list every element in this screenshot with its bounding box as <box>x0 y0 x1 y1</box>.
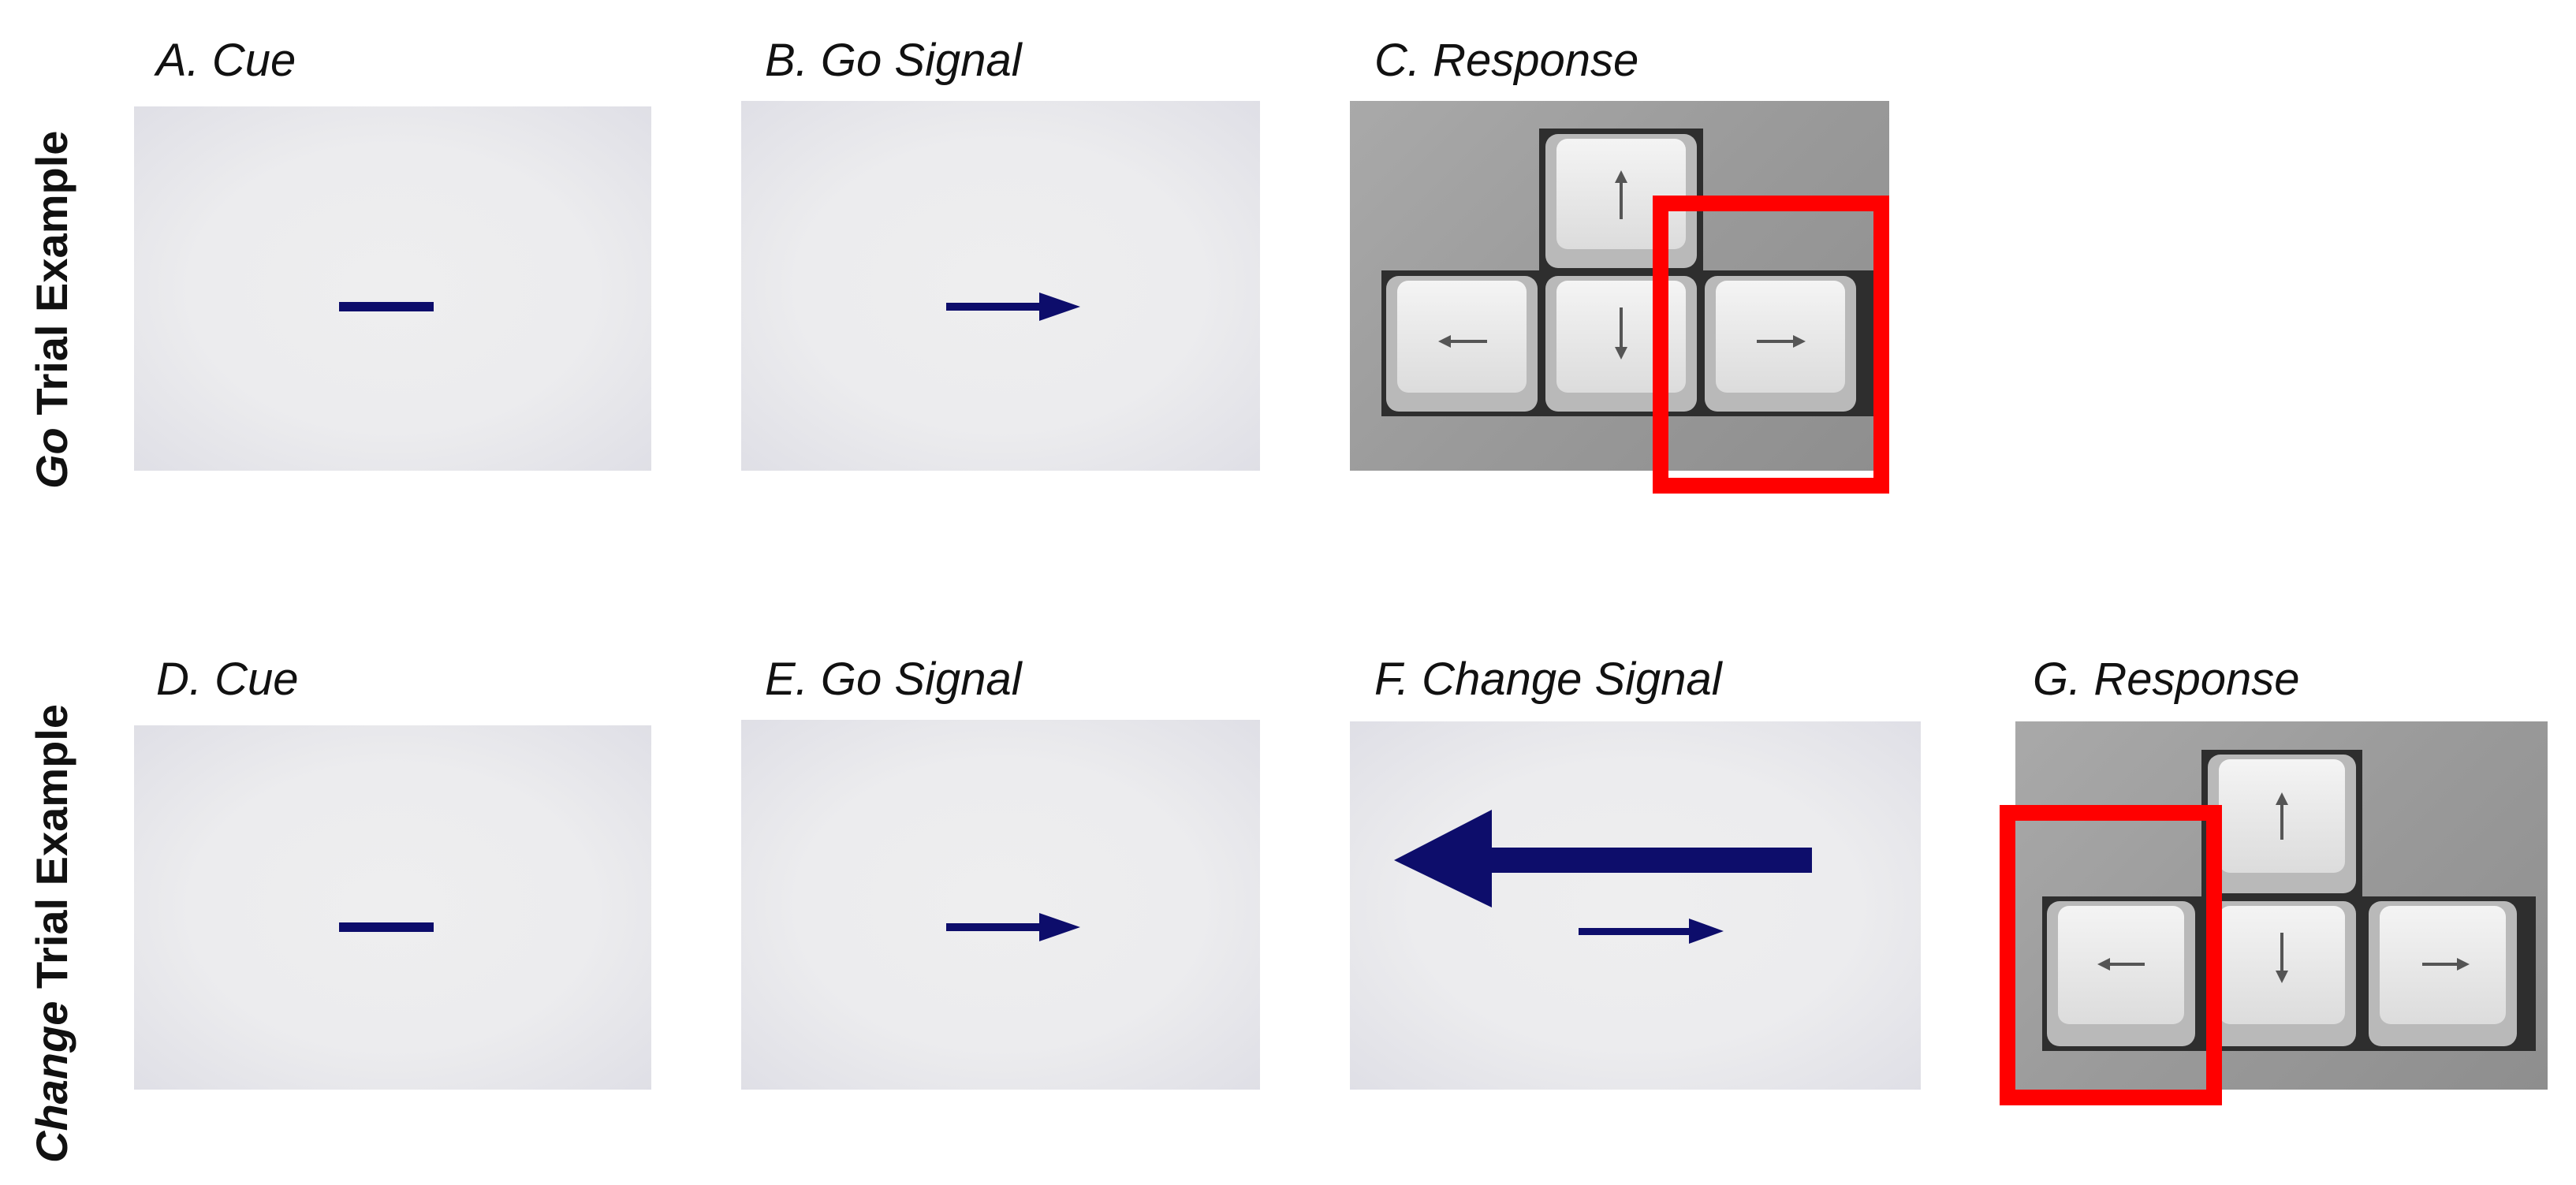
panel-f-screen <box>1350 721 1921 1090</box>
large-left-arrow-shaft <box>1468 848 1812 873</box>
down-key <box>2208 901 2356 1046</box>
cue-bar-graphic <box>339 922 434 932</box>
left-key-highlight <box>2000 805 2222 1105</box>
right-arrow-head <box>1039 913 1080 941</box>
panel-a-screen <box>134 106 651 471</box>
right-key-highlight <box>1653 196 1889 494</box>
cue-bar <box>339 922 434 932</box>
panel-b-screen <box>741 101 1260 471</box>
panel-d-screen <box>134 725 651 1090</box>
panel-a-title: A. Cue <box>156 35 296 86</box>
change-signal-graphic <box>1394 810 1812 944</box>
panel-g-keyboard <box>2015 721 2548 1090</box>
panel-d-title: D. Cue <box>156 654 299 705</box>
panel-e-title: E. Go Signal <box>765 654 1022 705</box>
up-key <box>2208 755 2356 893</box>
panel-b-title: B. Go Signal <box>765 35 1022 86</box>
small-right-arrow-shaft <box>1579 928 1692 935</box>
cue-bar <box>339 302 434 311</box>
right-key <box>1705 276 1856 412</box>
change-trial-row-label: Change Trial Example <box>27 704 76 1163</box>
panel-e-screen <box>741 720 1260 1090</box>
go-signal-graphic <box>946 293 1080 321</box>
right-arrow-shaft <box>946 923 1044 931</box>
go-signal-graphic <box>946 913 1080 941</box>
arrow-keys-graphic <box>2042 750 2536 1051</box>
left-key <box>2047 901 2195 1046</box>
arrow-keys-graphic <box>1381 129 1877 416</box>
right-arrow-head <box>1039 293 1080 321</box>
panel-g-title: G. Response <box>2033 654 2300 705</box>
go-trial-row-label: Go Trial Example <box>27 130 76 489</box>
panel-f-title: F. Change Signal <box>1374 654 1722 705</box>
small-right-arrow-head <box>1689 919 1724 944</box>
cue-bar-graphic <box>339 302 434 311</box>
panel-c-keyboard <box>1350 101 1889 471</box>
right-arrow-shaft <box>946 303 1044 311</box>
right-key <box>2369 901 2517 1046</box>
panel-c-title: C. Response <box>1374 35 1639 86</box>
left-key <box>1386 276 1538 412</box>
large-left-arrow-head <box>1394 810 1492 907</box>
